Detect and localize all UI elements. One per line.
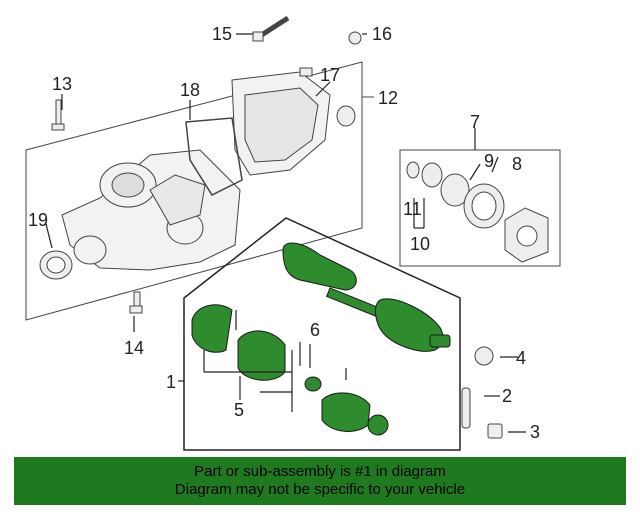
callout-11: 11 xyxy=(403,199,422,219)
hardware-4-2-3-drawing xyxy=(461,346,503,439)
info-banner: Part or sub-assembly is #1 in diagram Di… xyxy=(14,457,626,505)
callout-14: 14 xyxy=(124,338,144,358)
seal-19-drawing xyxy=(39,250,73,280)
callout-6: 6 xyxy=(310,320,320,340)
bolt-14-drawing xyxy=(129,291,143,314)
callout-12: 12 xyxy=(378,88,398,108)
callout-17: 17 xyxy=(320,65,340,85)
callout-4: 4 xyxy=(516,348,526,368)
banner-line-1: Part or sub-assembly is #1 in diagram xyxy=(194,463,446,480)
callout-labels: 15 16 13 17 18 12 7 9 8 11 19 10 6 14 4 … xyxy=(28,24,540,442)
callout-18: 18 xyxy=(180,80,200,100)
plug-drawing xyxy=(336,105,356,127)
nut-16-drawing xyxy=(348,31,362,45)
callout-15: 15 xyxy=(212,24,232,44)
callout-1: 1 xyxy=(166,372,176,392)
callout-19: 19 xyxy=(28,210,48,230)
callout-8: 8 xyxy=(512,154,522,174)
bolt-13-drawing xyxy=(51,99,65,131)
callout-2: 2 xyxy=(502,386,512,406)
gasket-drawing xyxy=(185,117,243,196)
axle-shaft-group xyxy=(183,217,461,451)
bolt-17-drawing xyxy=(299,67,313,77)
leader-lines xyxy=(45,33,526,433)
callout-3: 3 xyxy=(530,422,540,442)
callout-7: 7 xyxy=(470,112,480,132)
rear-cover-drawing xyxy=(231,71,331,176)
callout-13: 13 xyxy=(52,74,72,94)
axle-shaft-highlight xyxy=(191,242,451,436)
callout-5: 5 xyxy=(234,400,244,420)
differential-housing-drawing xyxy=(61,149,241,271)
callout-10: 10 xyxy=(410,234,430,254)
flange-parts-drawing xyxy=(406,161,549,263)
callout-16: 16 xyxy=(372,24,392,44)
bolt-15-drawing xyxy=(252,15,290,42)
callout-9: 9 xyxy=(484,151,494,171)
flange-group xyxy=(399,149,561,267)
banner-line-2: Diagram may not be specific to your vehi… xyxy=(174,481,466,498)
